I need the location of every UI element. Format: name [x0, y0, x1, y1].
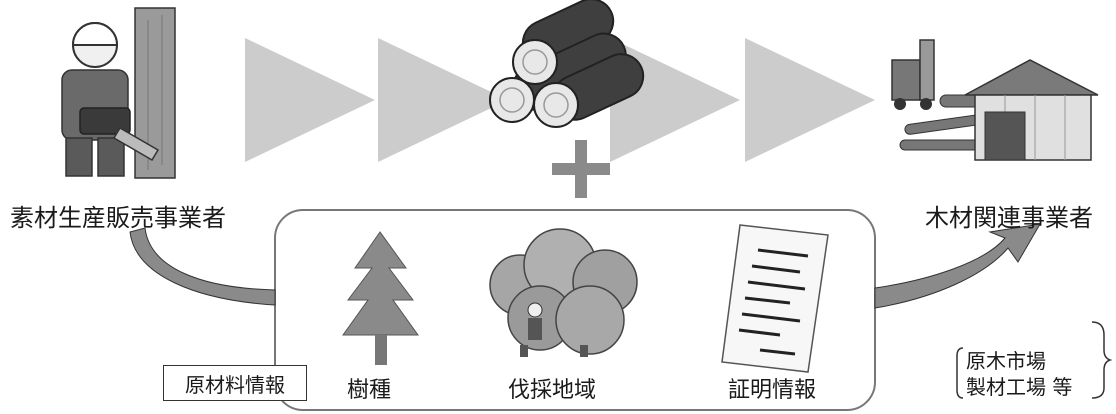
- curved-arrow-out: [874, 223, 1041, 309]
- flow-arrow-2: [378, 38, 508, 162]
- bracket-left: [956, 347, 964, 399]
- lumberjack-icon: [61, 7, 176, 179]
- forest-icon: [489, 228, 638, 357]
- destination-market: 原木市場: [966, 349, 1046, 373]
- tree-icon: [342, 231, 419, 365]
- bracket-right: [1091, 321, 1113, 399]
- destination-list: 原木市場 製材工場 等: [966, 348, 1072, 400]
- flow-arrow-4: [745, 38, 875, 162]
- destination-sawmill: 製材工場 等: [966, 375, 1073, 399]
- curved-arrow-in: [129, 227, 276, 306]
- info-item-region: 伐採地域: [508, 378, 597, 403]
- info-title: 原材料情報: [163, 365, 307, 401]
- flow-arrow-1: [245, 38, 375, 162]
- receiver-label: 木材関連事業者: [925, 204, 1093, 232]
- lumber-yard-icon: [891, 39, 1099, 161]
- info-item-species: 樹種: [347, 378, 392, 403]
- producer-label: 素材生産販売事業者: [10, 204, 226, 232]
- info-item-certificate: 証明情報: [728, 378, 817, 403]
- logs-icon: [489, 0, 645, 128]
- certificate-icon: [721, 224, 829, 373]
- plus-icon: [552, 140, 610, 198]
